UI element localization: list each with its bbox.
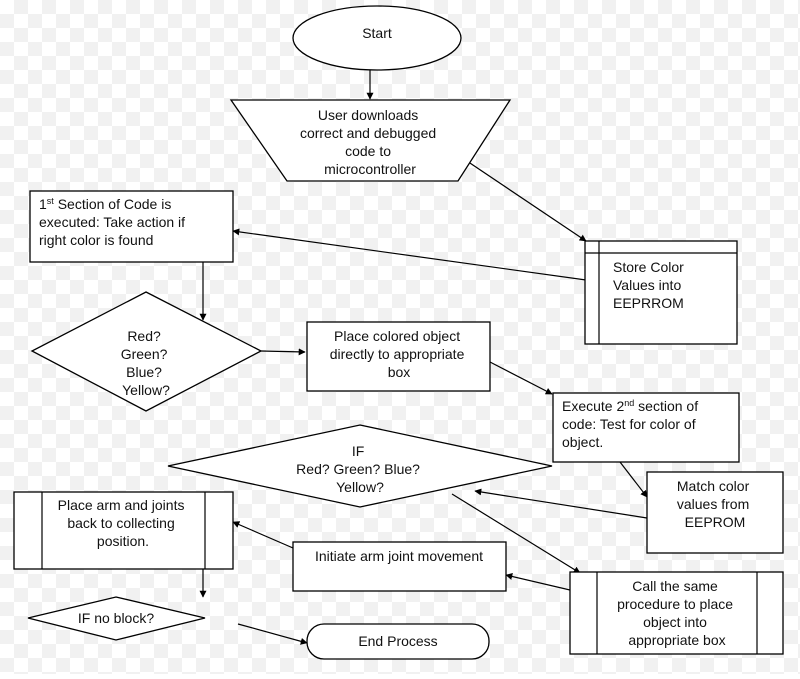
end-label: End Process: [358, 633, 437, 649]
section2-node: Execute 2nd section of code: Test for co…: [552, 392, 740, 463]
edge-section2-to-match: [619, 461, 648, 498]
place-label: Place colored object directly to appropr…: [330, 328, 469, 380]
section1-node: 1st Section of Code is executed: Take ac…: [29, 190, 234, 263]
edge-decision1-to-place: [260, 348, 306, 356]
connectors: [199, 70, 648, 645]
download-label: User downloads correct and debugged code…: [300, 107, 440, 177]
call-node: Call the same procedure to place object …: [569, 571, 784, 655]
initiate-node: Initiate arm joint movement: [292, 541, 507, 592]
store-label: Store Color Values into EEPRROM: [613, 259, 688, 311]
edge-initiate-to-armback: [232, 521, 294, 549]
match-label: Match color values from EEPROM: [677, 478, 753, 530]
edge-noblock-to-end: [237, 623, 308, 645]
start-label: Start: [362, 25, 392, 41]
no-block-node: IF no block?: [27, 596, 206, 641]
download-node: User downloads correct and debugged code…: [229, 99, 512, 182]
end-node: End Process: [306, 623, 490, 660]
call-label: Call the same procedure to place object …: [617, 578, 737, 648]
store-node: Store Color Values into EEPRROM: [584, 240, 738, 345]
decision1-label: Red? Green? Blue? Yellow?: [121, 328, 172, 398]
section1-label: 1st Section of Code is executed: Take ac…: [39, 196, 189, 248]
edge-place-to-section2: [489, 361, 553, 395]
edge-decision2-to-call: [451, 493, 581, 574]
decision2-label: IF Red? Green? Blue? Yellow?: [296, 443, 424, 495]
section2-label: Execute 2nd section of code: Test for co…: [562, 398, 702, 450]
place-node: Place colored object directly to appropr…: [306, 321, 491, 392]
start-node: Start: [292, 5, 462, 71]
match-node: Match color values from EEPROM: [646, 471, 784, 554]
edge-match-to-decision2: [474, 488, 648, 519]
edge-store-to-section1: [232, 228, 587, 281]
edge-download-to-store: [457, 154, 587, 242]
arm-back-node: Place arm and joints back to collecting …: [13, 491, 234, 570]
no-block-label: IF no block?: [78, 610, 154, 626]
arm-back-label: Place arm and joints back to collecting …: [58, 497, 189, 549]
decision2-node: IF Red? Green? Blue? Yellow?: [167, 424, 553, 508]
decision1-node: Red? Green? Blue? Yellow?: [30, 291, 263, 412]
initiate-label: Initiate arm joint movement: [315, 548, 483, 564]
edge-call-to-initiate: [505, 573, 571, 591]
